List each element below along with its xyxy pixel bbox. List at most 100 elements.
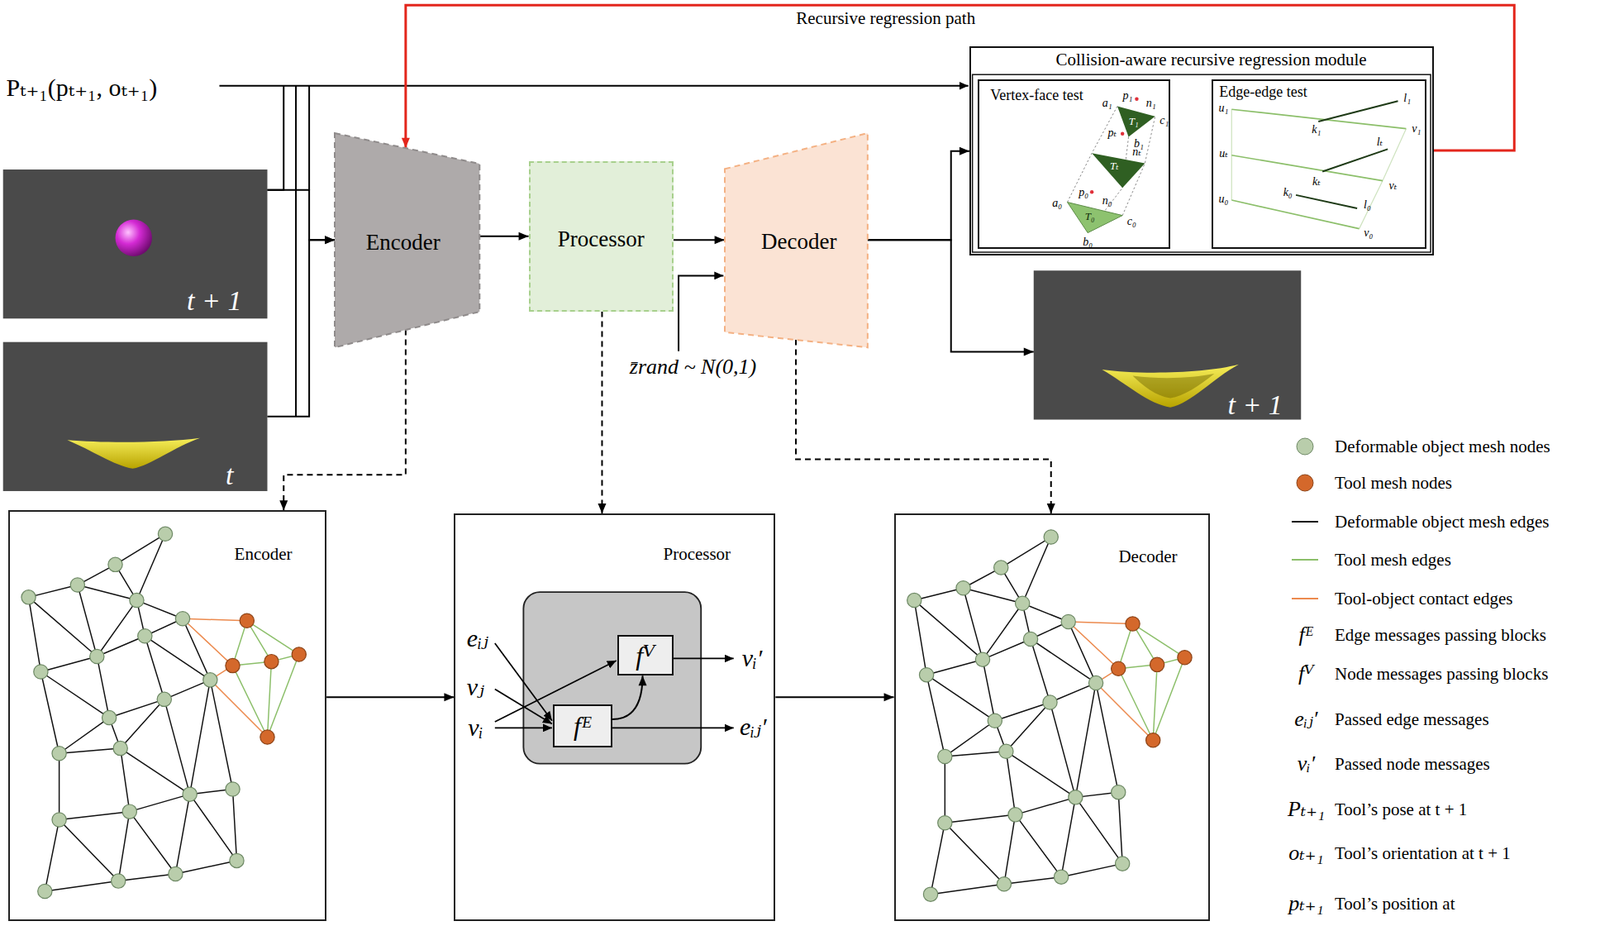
arrow-head bbox=[401, 138, 410, 148]
diagram-label: z̄rand ~ N(0,1) bbox=[629, 355, 757, 381]
legend-text: Passed node messages bbox=[1334, 752, 1491, 773]
arrow-head bbox=[279, 500, 288, 510]
vertex-trajectory bbox=[1066, 105, 1155, 233]
connector-line bbox=[612, 675, 643, 720]
node-text: Vertex-face test bbox=[990, 85, 1083, 104]
node-text: t + 1 bbox=[186, 285, 242, 318]
legend-text: Deformable object mesh nodes bbox=[1334, 435, 1551, 456]
diagram-label: u₁ bbox=[1218, 101, 1229, 115]
arrow-head bbox=[324, 235, 335, 244]
connector-line bbox=[266, 239, 334, 417]
node-text: t bbox=[225, 459, 234, 492]
connector-line bbox=[283, 329, 406, 511]
legend-text: Tool mesh edges bbox=[1334, 549, 1452, 570]
graph-box: Encoder bbox=[8, 509, 327, 920]
message-block: fᴱ bbox=[552, 704, 613, 748]
legend-symbol: pₜ₊₁ bbox=[1288, 890, 1324, 916]
connector-line bbox=[266, 190, 334, 240]
diagram-label: pₜ bbox=[1108, 125, 1117, 139]
legend-text: Edge messages passing blocks bbox=[1334, 624, 1547, 645]
image-panel: t + 1 bbox=[1033, 270, 1301, 420]
legend-line-sample bbox=[1291, 519, 1319, 524]
connector bbox=[866, 147, 969, 240]
connector-line bbox=[326, 695, 454, 698]
diagram-label: kₜ bbox=[1312, 175, 1321, 189]
legend-text: Tool’s position at bbox=[1334, 893, 1456, 914]
diagram-label: b₀ bbox=[1082, 235, 1093, 249]
node-text: Collision-aware recursive regression mod… bbox=[1055, 49, 1367, 70]
diagram-label: vᵢ bbox=[467, 713, 483, 743]
vertex-point bbox=[1090, 190, 1094, 194]
module-inner-frame bbox=[972, 74, 1431, 253]
arrow-head bbox=[638, 675, 648, 686]
legend-text: Tool’s pose at t + 1 bbox=[1334, 799, 1467, 820]
deformable-sheet bbox=[66, 438, 200, 469]
legend-swatch bbox=[1295, 472, 1315, 493]
test-box: Edge-edge test bbox=[1211, 79, 1428, 249]
triangle-t0 bbox=[1066, 202, 1123, 234]
test-box: Vertex-face test bbox=[977, 79, 1171, 249]
diagram-label: p₀ bbox=[1078, 185, 1089, 200]
legend-swatch bbox=[1295, 436, 1315, 457]
deformed-sheet bbox=[1101, 364, 1239, 408]
arrow-head bbox=[443, 692, 454, 701]
triangle-t1 bbox=[1117, 105, 1156, 137]
static-edges bbox=[1295, 100, 1398, 209]
arrow-head bbox=[714, 235, 725, 244]
diagram-label: a₁ bbox=[1102, 96, 1113, 110]
image-panel: t + 1 bbox=[3, 169, 268, 319]
image-panel: t bbox=[3, 342, 268, 491]
diagram-label: k₁ bbox=[1311, 123, 1321, 137]
block-shape bbox=[724, 133, 868, 348]
legend-symbol: fᴱ bbox=[1299, 622, 1315, 648]
block-shape bbox=[334, 133, 480, 348]
connector-line bbox=[405, 4, 1515, 151]
panel-ground bbox=[3, 169, 268, 319]
arrow-head bbox=[959, 147, 970, 156]
diagram-label: lₜ bbox=[1376, 135, 1383, 149]
diagram-label: n₀ bbox=[1102, 194, 1113, 208]
legend-line bbox=[1291, 520, 1319, 523]
diagram-label: vₜ bbox=[1389, 179, 1398, 193]
diagram-label: l₀ bbox=[1363, 198, 1372, 212]
legend-text: Tool’s orientation at t + 1 bbox=[1334, 842, 1511, 863]
graph-box: Processorfⱽfᴱ bbox=[453, 513, 776, 921]
connector-line bbox=[866, 151, 969, 240]
diagram-label: u₀ bbox=[1218, 192, 1229, 206]
connector bbox=[401, 4, 1515, 151]
connector bbox=[795, 339, 1056, 514]
connector bbox=[266, 190, 334, 244]
legend-text: Node messages passing blocks bbox=[1334, 663, 1548, 684]
diagram-label: uₜ bbox=[1219, 147, 1228, 161]
legend-text: Tool mesh nodes bbox=[1334, 472, 1453, 493]
diagram-label: vᵢ′ bbox=[742, 643, 763, 673]
legend-symbol: Pₜ₊₁ bbox=[1287, 796, 1325, 822]
sheet-shadow bbox=[1133, 373, 1215, 399]
connector bbox=[597, 311, 606, 514]
panel-ground bbox=[3, 342, 268, 491]
diagram-label: v₁ bbox=[1411, 122, 1421, 136]
connector bbox=[673, 235, 725, 244]
message-passing-block bbox=[523, 591, 701, 763]
node-text: Edge-edge test bbox=[1219, 83, 1307, 101]
connector bbox=[866, 239, 1034, 356]
connector-line bbox=[600, 311, 603, 514]
legend-line bbox=[1291, 558, 1319, 561]
message-block: fⱽ bbox=[617, 634, 674, 676]
arrow-head bbox=[597, 503, 606, 514]
pose-line bbox=[219, 85, 968, 87]
node-text: Processor bbox=[557, 227, 645, 253]
legend-text: Tool-object contact edges bbox=[1334, 587, 1513, 608]
connector bbox=[279, 329, 406, 511]
diagram-label: v₀ bbox=[1363, 225, 1373, 239]
legend-swatch-dot bbox=[1296, 474, 1314, 491]
legend-line bbox=[1291, 597, 1319, 600]
pose-branch bbox=[266, 85, 310, 417]
node-text: Encoder bbox=[234, 543, 293, 564]
node-text: Decoder bbox=[1118, 546, 1177, 567]
connector bbox=[775, 692, 894, 701]
processor-block: Processor bbox=[528, 161, 674, 312]
